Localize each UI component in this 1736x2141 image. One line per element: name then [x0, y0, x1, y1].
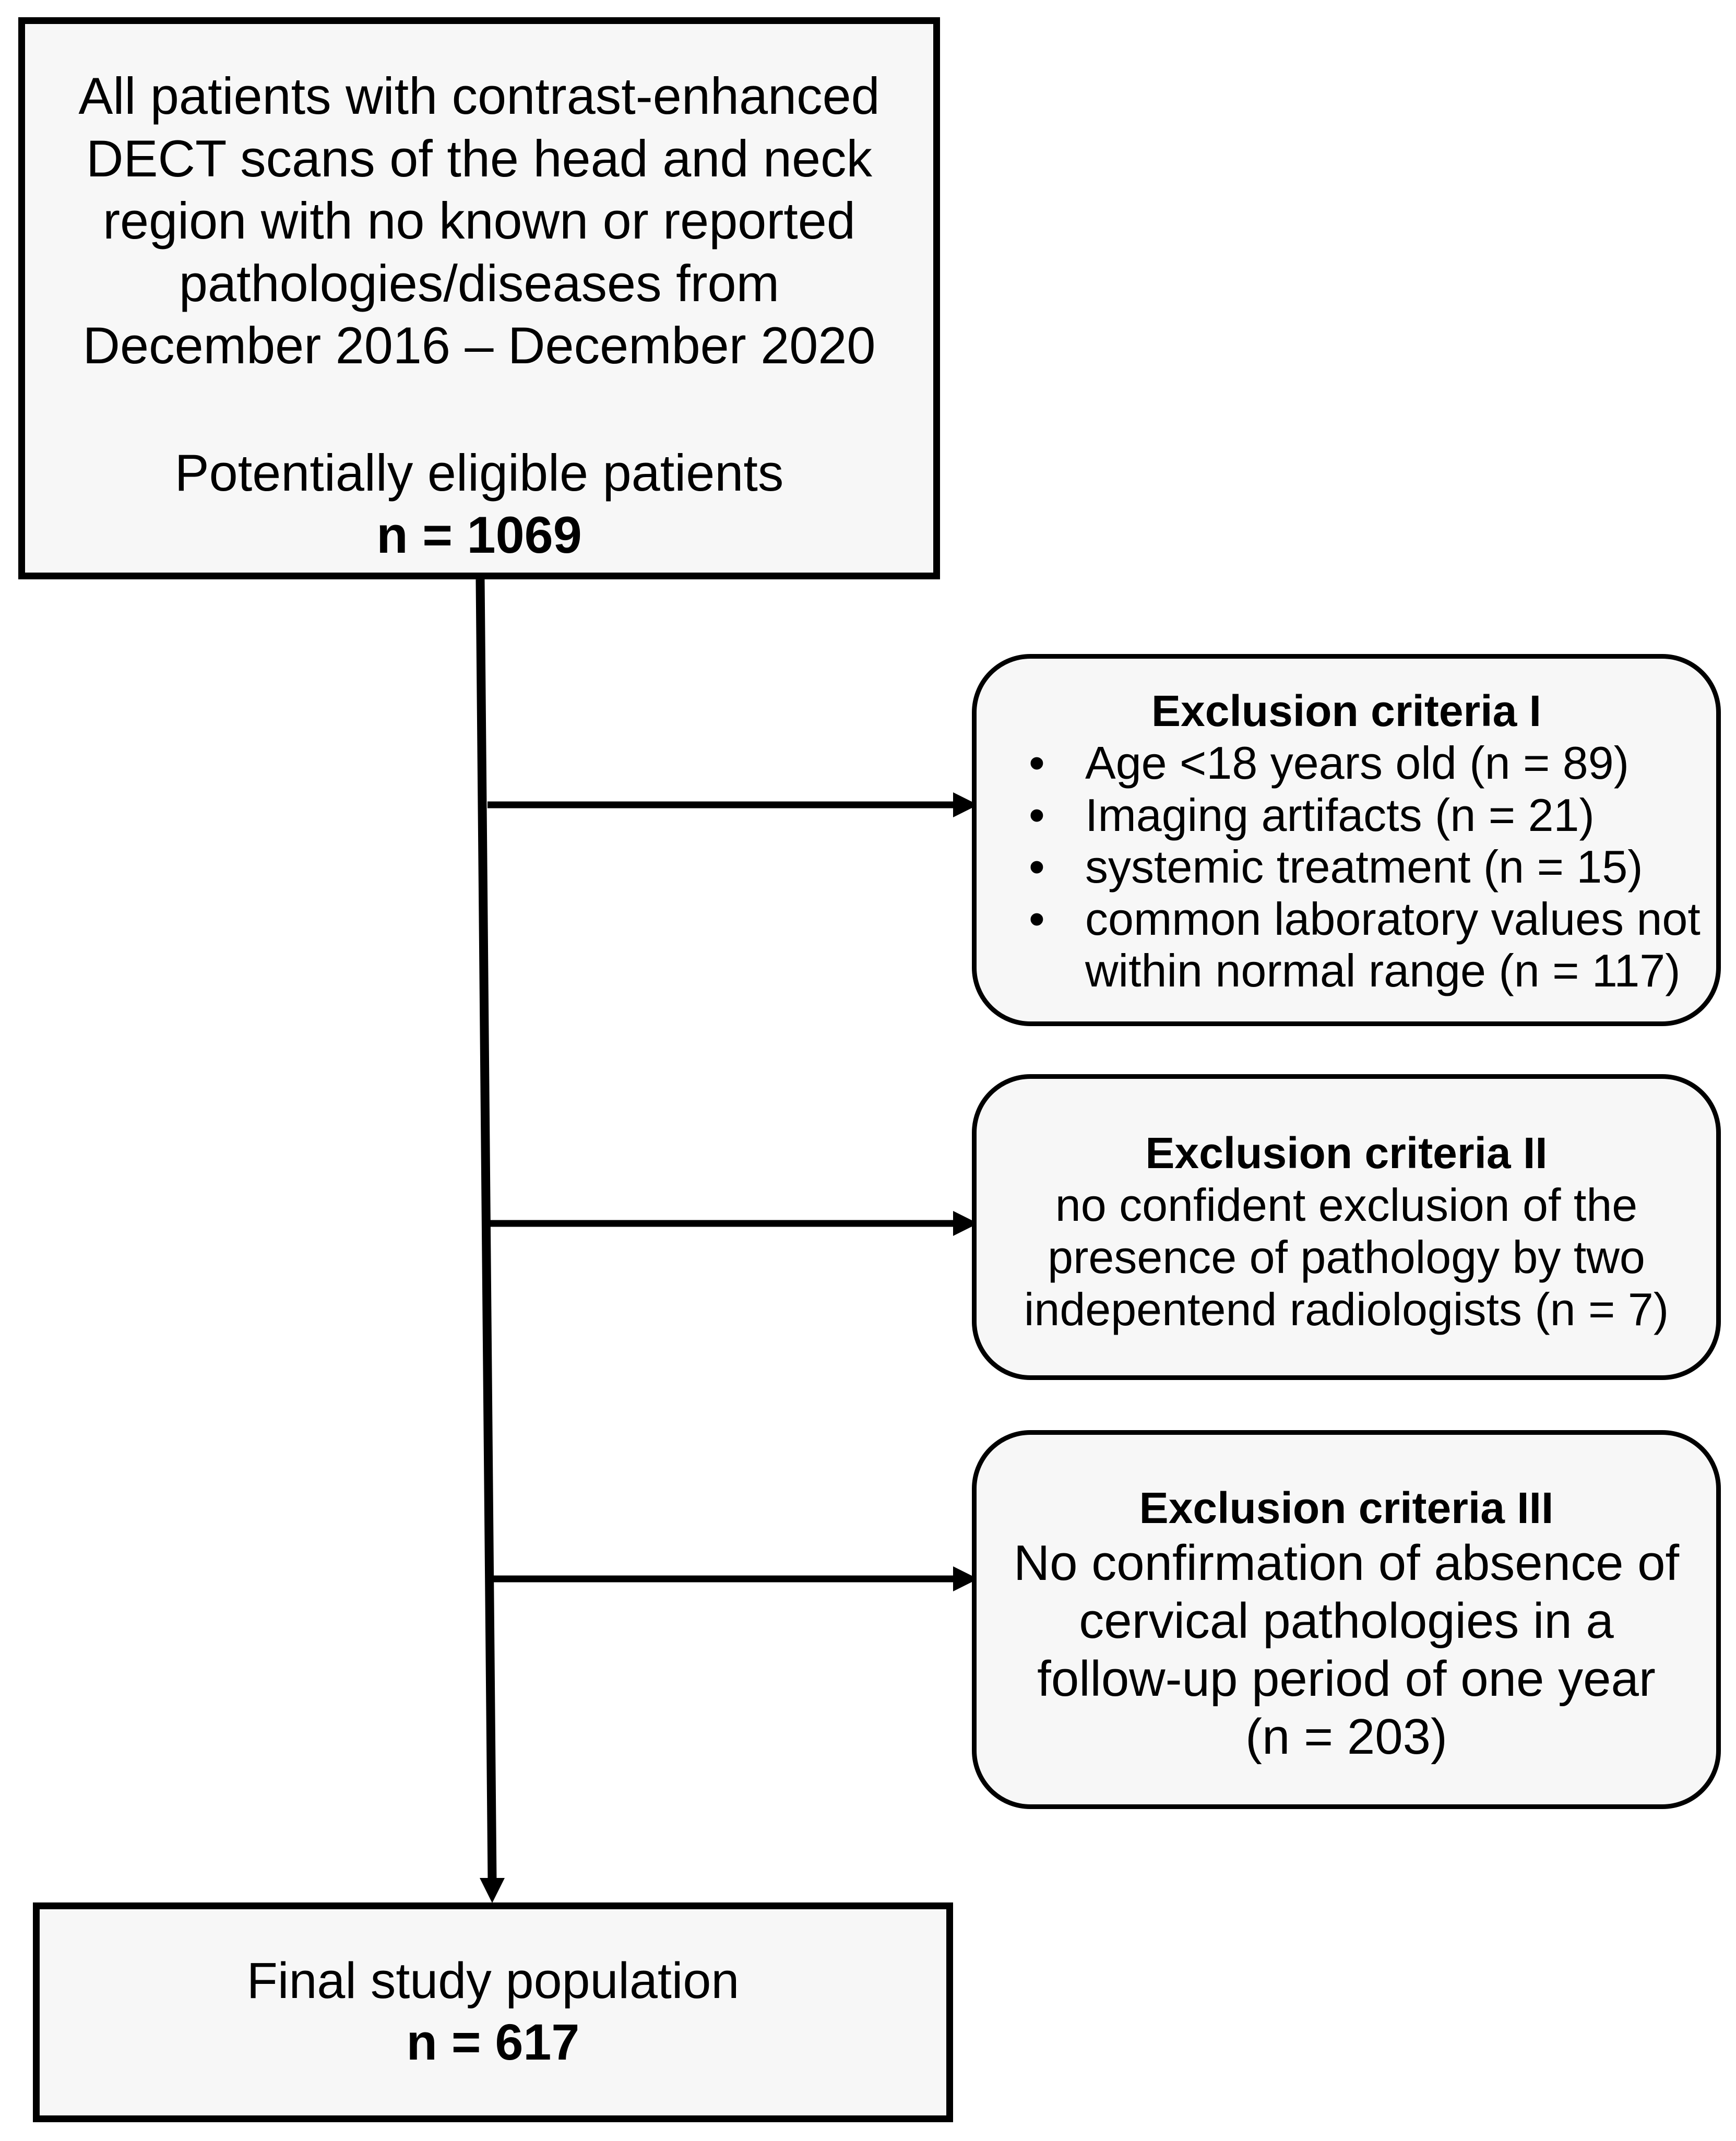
- exclusion-2-line: presence of pathology by two: [1048, 1231, 1645, 1283]
- description-line: December 2016 – December 2020: [82, 316, 876, 374]
- description-line: pathologies/diseases from: [179, 254, 780, 312]
- exclusion-item: • common laboratory values not within no…: [977, 893, 1701, 997]
- exclusion-1-list: • Age <18 years old (n = 89) • Imaging a…: [977, 737, 1701, 997]
- exclusion-criteria-3-box: Exclusion criteria III No confirmation o…: [972, 1430, 1721, 1809]
- exclusion-item: • systemic treatment (n = 15): [977, 841, 1701, 893]
- exclusion-item: • Imaging artifacts (n = 21): [977, 789, 1701, 841]
- eligible-count: n = 1069: [376, 506, 582, 564]
- description-line: All patients with contrast-enhanced: [78, 67, 880, 125]
- exclusion-item-text: common laboratory values not: [1085, 893, 1701, 945]
- final-label: Final study population: [246, 1952, 740, 2009]
- eligible-label: Potentially eligible patients: [174, 444, 784, 502]
- exclusion-item-text: within normal range (n = 117): [1085, 945, 1681, 996]
- exclusion-3-line: (n = 203): [1245, 1709, 1447, 1765]
- inclusion-description: All patients with contrast-enhanced DECT…: [25, 65, 933, 377]
- exclusion-item: • Age <18 years old (n = 89): [977, 737, 1701, 789]
- bullet-icon: •: [1029, 841, 1045, 893]
- exclusion-2-description: no confident exclusion of the presence o…: [977, 1179, 1716, 1336]
- exclusion-2-title: Exclusion criteria II: [1145, 1128, 1548, 1177]
- main-flow-line: [475, 579, 497, 1882]
- final-count: n = 617: [406, 2014, 580, 2071]
- exclusion-item-text: Imaging artifacts (n = 21): [1085, 789, 1595, 841]
- exclusion-criteria-2-box: Exclusion criteria II no confident exclu…: [972, 1074, 1721, 1380]
- exclusion-item-text: systemic treatment (n = 15): [1085, 841, 1643, 893]
- exclusion-criteria-1-box: Exclusion criteria I • Age <18 years old…: [972, 654, 1721, 1026]
- exclusion-2-line: indepentend radiologists (n = 7): [1024, 1283, 1669, 1335]
- exclusion-3-line: cervical pathologies in a: [1079, 1593, 1614, 1649]
- final-summary: Final study population n = 617: [40, 1950, 946, 2073]
- bullet-icon: •: [1029, 789, 1045, 841]
- arrowhead-down-icon: [480, 1878, 505, 1903]
- bullet-icon: •: [1029, 893, 1045, 945]
- description-line: region with no known or reported: [103, 192, 855, 249]
- final-study-population-box: Final study population n = 617: [33, 1902, 953, 2122]
- exclusion-item-text: Age <18 years old (n = 89): [1085, 737, 1629, 789]
- eligible-patients-box: All patients with contrast-enhanced DECT…: [18, 17, 940, 579]
- exclusion-3-line: No confirmation of absence of: [1013, 1535, 1680, 1591]
- bullet-icon: •: [1029, 737, 1045, 789]
- exclusion-1-title: Exclusion criteria I: [1151, 686, 1541, 735]
- exclusion-2-line: no confident exclusion of the: [1055, 1179, 1638, 1231]
- exclusion-3-description: No confirmation of absence of cervical p…: [977, 1534, 1716, 1766]
- eligible-summary: Potentially eligible patients n = 1069: [25, 442, 933, 566]
- exclusion-3-line: follow-up period of one year: [1037, 1651, 1656, 1707]
- description-line: DECT scans of the head and neck: [86, 129, 873, 187]
- exclusion-3-title: Exclusion criteria III: [1139, 1483, 1554, 1532]
